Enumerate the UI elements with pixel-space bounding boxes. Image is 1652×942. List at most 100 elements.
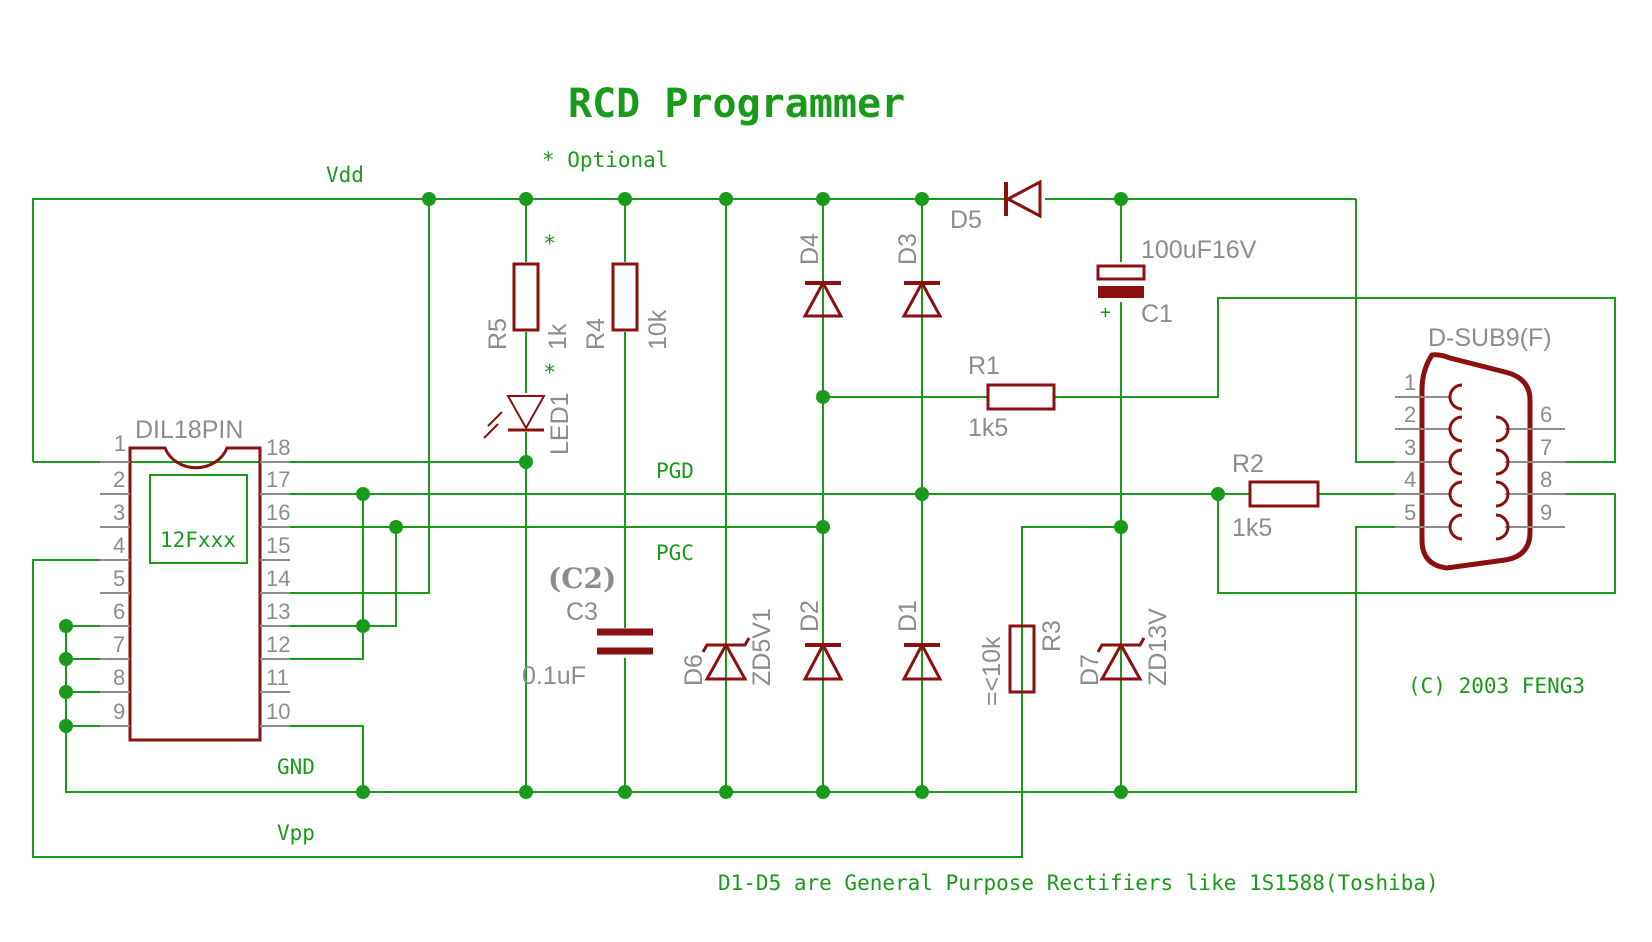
junction-dot <box>422 192 436 206</box>
junction-dot <box>719 785 733 799</box>
ic-pin-number: 13 <box>266 599 290 624</box>
d7-name-label: D7 <box>1076 654 1104 686</box>
ic-pin-number: 1 <box>114 431 126 456</box>
ic-value-box <box>149 474 248 564</box>
ic-pin-number: 4 <box>113 533 125 558</box>
junction-dot <box>1114 520 1128 534</box>
copyright-label: (C) 2003 FENG3 <box>1408 674 1585 698</box>
led-led1: * LED1 <box>483 361 574 455</box>
ic-pin-number: 11 <box>266 665 289 690</box>
junction-dot <box>356 487 370 501</box>
diode-d4: D4 <box>796 233 844 318</box>
dsub-pin-number: 2 <box>1404 402 1416 427</box>
d2-name-label: D2 <box>796 600 824 632</box>
r4-name-label: R4 <box>582 318 610 350</box>
footnote-label: D1-D5 are General Purpose Rectifiers lik… <box>718 871 1439 895</box>
d1-name-label: D1 <box>894 600 922 632</box>
pin11-pgd-wire <box>260 494 364 660</box>
net-label-gnd: GND <box>277 755 315 779</box>
r3-value-label: =<10k <box>978 636 1006 706</box>
ic-pin-number: 17 <box>266 467 290 492</box>
ic-name-label: DIL18PIN <box>135 416 243 444</box>
r3-name-label: R3 <box>1038 620 1066 652</box>
ic-dil18: DIL18PIN 12Fxxx 1 2 3 4 5 6 7 8 9 10 11 … <box>66 416 290 742</box>
r2-value-label: 1k5 <box>1232 514 1272 542</box>
ic-pin-number: 14 <box>266 566 290 591</box>
diode-d1: D1 <box>894 600 943 681</box>
dsub-pin-number: 6 <box>1540 402 1552 427</box>
junction-dot <box>816 520 830 534</box>
junction-dot <box>816 192 830 206</box>
asterisk-mark: * <box>543 361 556 386</box>
ic-pin-number: 18 <box>266 435 290 460</box>
pin10-gnd-wire <box>260 725 364 792</box>
r5-value-label: 1k <box>544 323 572 350</box>
ic-pin-number: 5 <box>113 566 125 591</box>
c3-value-label: 0.1uF <box>522 662 586 690</box>
vdd-to-dsub-pin4-wire <box>1355 199 1403 463</box>
ic-pin-number: 12 <box>266 632 290 657</box>
r1-to-dsub-pin7-wire <box>1054 297 1616 463</box>
ic-pin-number: 3 <box>113 500 125 525</box>
ic-pin-number: 8 <box>113 665 125 690</box>
led1-name-label: LED1 <box>546 392 574 455</box>
net-label-vpp: Vpp <box>277 821 315 845</box>
pin14-vdd-wire <box>260 199 430 594</box>
dsub-shell <box>1419 352 1533 571</box>
resistor-r5: * R5 1k <box>484 232 572 350</box>
dsub-pin-number: 8 <box>1540 467 1552 492</box>
ic-pin-number: 7 <box>113 632 125 657</box>
resistor-r1: R1 1k5 <box>968 352 1056 442</box>
r1-name-label: R1 <box>968 352 1000 380</box>
junction-dot <box>915 487 929 501</box>
junction-dot <box>1114 192 1128 206</box>
c3-name-label: C3 <box>566 598 598 626</box>
d3-name-label: D3 <box>894 233 922 265</box>
junction-dot <box>389 520 403 534</box>
net-label-vdd: Vdd <box>326 163 364 187</box>
net-label-pgd: PGD <box>656 459 694 483</box>
zener-d7: D7 ZD13V <box>1076 608 1172 686</box>
ic-pin-number: 10 <box>266 699 290 724</box>
junction-dot <box>915 192 929 206</box>
junction-dot <box>618 192 632 206</box>
vpp-wire <box>32 526 1121 858</box>
junction-dot <box>519 785 533 799</box>
zener-d6: D6 ZD5V1 <box>680 608 776 686</box>
d6-name-label: D6 <box>680 654 708 686</box>
r2-name-label: R2 <box>1232 450 1264 478</box>
dsub-pin8-loop-wire <box>1217 493 1616 594</box>
connector-dsub9: D-SUB9(F) 1 2 3 4 5 6 7 8 9 <box>1395 324 1565 571</box>
junction-dot <box>356 785 370 799</box>
resistor-r2: R2 1k5 <box>1232 450 1320 542</box>
junction-dot <box>618 785 632 799</box>
r5-name-label: R5 <box>484 318 512 350</box>
r4-value-label: 10k <box>644 309 672 350</box>
junction-dot <box>915 785 929 799</box>
d7-value-label: ZD13V <box>1144 608 1172 686</box>
optional-note: * Optional <box>542 148 668 172</box>
dsub-pin-number: 7 <box>1540 435 1552 460</box>
resistor-r4: R4 10k <box>582 262 672 350</box>
diagram-title: RCD Programmer <box>568 81 905 127</box>
c2-label: (C2) <box>548 562 616 595</box>
diode-d5: D5 <box>950 179 1042 234</box>
gnd-rail-wire <box>65 526 1403 793</box>
c1-polarity-mark: + <box>1100 302 1111 323</box>
junction-dot <box>816 785 830 799</box>
capacitor-c1: 100uF16V C1 + <box>1096 236 1257 328</box>
junction-dot <box>816 390 830 404</box>
ic-value-label: 12Fxxx <box>160 528 236 552</box>
vdd-wire-left <box>32 198 1005 462</box>
capacitor-c3: (C2) C3 0.1uF <box>522 562 653 690</box>
net-label-pgc: PGC <box>656 541 694 565</box>
resistor-r3: R3 =<10k <box>978 620 1066 706</box>
junction-dot <box>1211 487 1225 501</box>
dsub-pin-number: 5 <box>1404 500 1416 525</box>
asterisk-mark: * <box>543 232 556 257</box>
dsub-pin-number: 3 <box>1404 435 1416 460</box>
c1-name-label: C1 <box>1141 300 1173 328</box>
junction-dot <box>519 455 533 469</box>
dsub-pin-number: 4 <box>1404 467 1416 492</box>
d4-name-label: D4 <box>796 233 824 265</box>
